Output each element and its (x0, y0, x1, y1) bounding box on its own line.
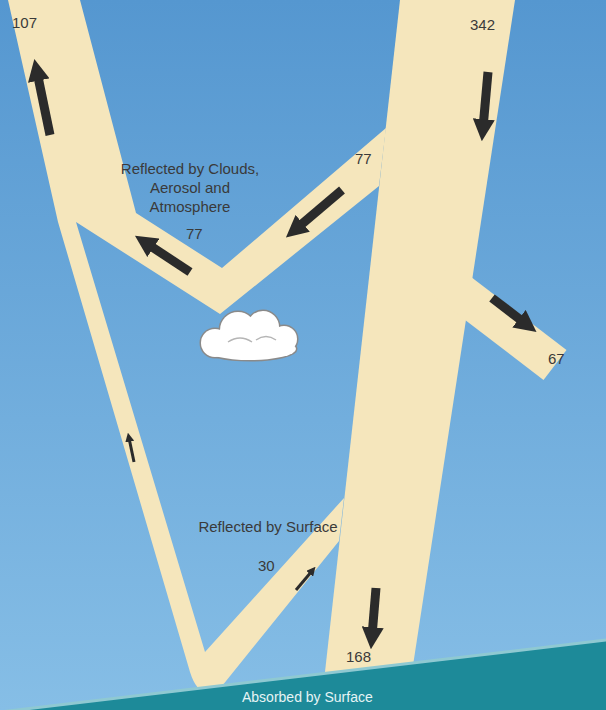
flow-arrows (37, 72, 526, 636)
atmosphere-arrow (492, 298, 526, 324)
outgoing-arrow (37, 72, 50, 135)
surface-reflect-arrow (129, 438, 134, 462)
surface-arrow (372, 588, 376, 636)
flow-value: 77 (355, 150, 372, 169)
surface-reflect-arrow (296, 571, 312, 590)
cloud-outline (201, 311, 297, 360)
cloud-fill (201, 311, 297, 360)
flow-value: 67 (548, 350, 565, 369)
reflected-band (8, 0, 386, 692)
cloud-detail (228, 337, 276, 343)
flow-label: Reflected by Clouds, Aerosol and Atmosph… (110, 160, 270, 216)
flow-value: 30 (258, 557, 275, 576)
flow-label: Reflected by Surface (198, 518, 338, 537)
flow-value: 77 (186, 225, 203, 244)
flow-value: 168 (346, 648, 371, 667)
earth-surface (0, 640, 606, 710)
atmosphere-absorbed-band (429, 262, 567, 380)
cloud-reflect-arrow (146, 243, 190, 272)
flow-value: 342 (470, 16, 495, 35)
flow-value: 107 (12, 14, 37, 33)
thin-flow-arrows (129, 438, 312, 590)
cloud-reflect-arrow (296, 190, 342, 229)
surface-edge (0, 640, 606, 710)
incoming-arrow (483, 72, 488, 128)
surface-label: Absorbed by Surface (242, 689, 373, 707)
